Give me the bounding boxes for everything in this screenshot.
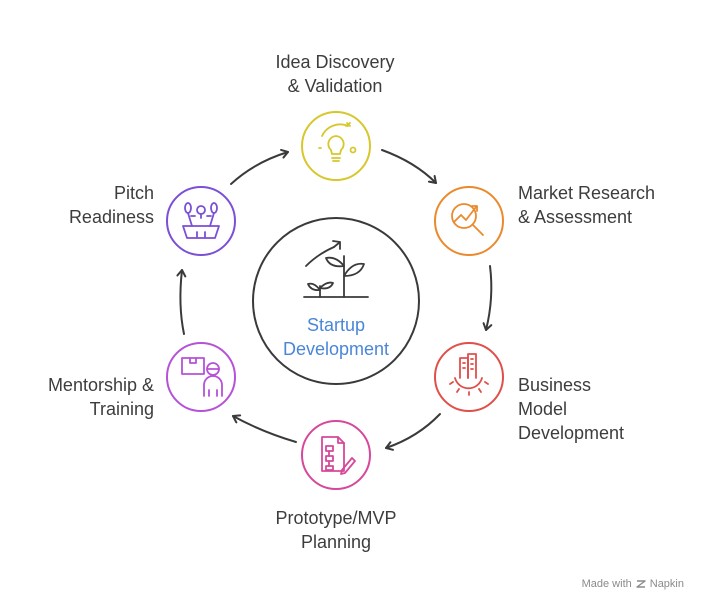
growing-plant-icon <box>303 240 369 298</box>
step-market-label-line: Market Research <box>518 183 656 203</box>
step-idea-label: Idea Discovery & Validation <box>262 50 408 98</box>
step-mentorship-node <box>166 342 236 412</box>
podium-microphones-icon <box>182 202 220 239</box>
step-prototype-node <box>301 420 371 490</box>
watermark-brand: Napkin <box>649 578 684 590</box>
step-business-node <box>434 342 504 412</box>
step-market-label: Market Research & Assessment <box>518 181 655 229</box>
step-mentorship-label-line: Training <box>89 399 154 419</box>
arrow-business-to-prototype <box>385 413 441 451</box>
step-business-label: Business Model Development <box>518 373 624 445</box>
arrow-idea-to-market <box>381 149 437 184</box>
step-prototype-label-line: Planning <box>300 532 372 552</box>
flowchart-pencil-icon <box>321 436 356 475</box>
watermark-prefix: Made with <box>581 578 632 590</box>
center-title: Startup Development <box>256 313 416 361</box>
step-prototype-label: Prototype/MVP Planning <box>256 506 416 554</box>
step-market-node <box>434 186 504 256</box>
mentor-board-icon <box>181 357 223 397</box>
napkin-logo-icon <box>636 580 646 588</box>
step-business-label-line: Business <box>518 375 592 395</box>
step-market-circle <box>434 186 504 256</box>
arrow-mentorship-to-pitch <box>176 269 187 335</box>
step-pitch-label: Pitch Readiness <box>69 181 154 229</box>
step-pitch-circle <box>166 186 236 256</box>
step-business-circle <box>434 342 504 412</box>
step-idea-label-line: & Validation <box>287 76 383 96</box>
step-prototype-circle <box>301 420 371 490</box>
step-business-label-line: Development <box>518 423 625 443</box>
step-market-label-line: & Assessment <box>518 207 633 227</box>
center-node <box>252 217 420 385</box>
center-title-line: Development <box>282 339 390 359</box>
chart-magnifier-icon <box>451 203 484 236</box>
napkin-watermark: Made with Napkin <box>582 578 684 590</box>
lightbulb-icon <box>318 122 357 162</box>
center-title-line: Startup <box>306 315 366 335</box>
step-pitch-label-line: Pitch <box>113 183 154 203</box>
step-mentorship-label-line: Mentorship & <box>47 375 154 395</box>
step-business-label-line: Model <box>518 399 568 419</box>
arrow-pitch-to-idea <box>230 148 289 185</box>
step-idea-circle <box>301 111 371 181</box>
building-gear-icon <box>449 353 489 396</box>
step-idea-label-line: Idea Discovery <box>275 52 395 72</box>
step-prototype-label-line: Prototype/MVP <box>275 508 397 528</box>
step-mentorship-label: Mentorship & Training <box>48 373 154 421</box>
step-pitch-label-line: Readiness <box>68 207 154 227</box>
arrow-market-to-business <box>482 265 493 331</box>
center-circle <box>252 217 420 385</box>
cycle-arrows <box>176 148 493 451</box>
step-pitch-node <box>166 186 236 256</box>
arrow-prototype-to-mentorship <box>232 414 297 443</box>
step-mentorship-circle <box>166 342 236 412</box>
step-idea-node <box>301 111 371 181</box>
